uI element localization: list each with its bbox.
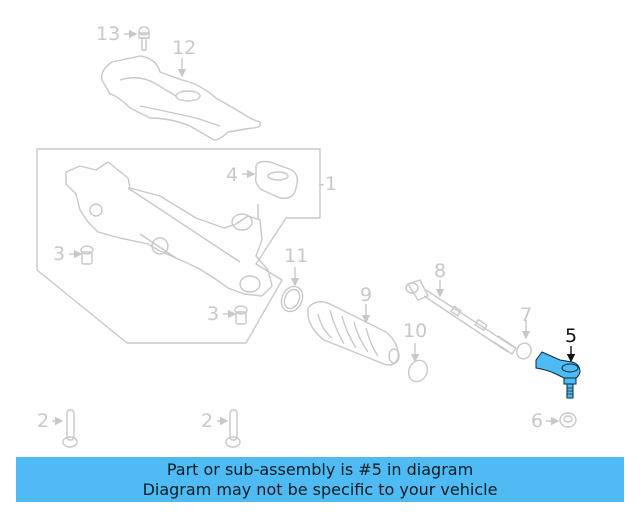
steering-rack-body-icon: [65, 161, 273, 297]
callout-10: 10: [403, 320, 428, 342]
callout-11: 11: [284, 245, 309, 267]
callout-9: 9: [360, 284, 373, 306]
part-2-bolt-icon: [52, 409, 78, 448]
callout-4: 4: [226, 164, 239, 186]
callout-2b: 2: [201, 410, 214, 432]
banner-line-part: Part or sub-assembly is #5 in diagram: [166, 460, 474, 479]
callout-8: 8: [434, 260, 447, 282]
part-11-clamp-icon: [280, 267, 304, 313]
callout-3b: 3: [207, 303, 220, 325]
callout-13: 13: [96, 23, 121, 45]
callout-3a: 3: [53, 243, 66, 265]
callout-5[interactable]: 5: [565, 325, 578, 347]
part-1-assembly-bracket: [36, 148, 321, 344]
part-3-bushing-icon: [69, 245, 94, 265]
part-10-clamp-icon: [407, 343, 429, 383]
callout-2a: 2: [37, 410, 50, 432]
part-4-grommet-icon: [242, 160, 299, 199]
part-5-outer-tie-rod-end-icon[interactable]: [535, 346, 581, 399]
part-8-inner-tie-rod-icon: [405, 279, 517, 355]
part-2-bolt-icon: [217, 409, 241, 448]
part-3-bushing-icon: [223, 305, 248, 325]
callout-7: 7: [520, 304, 533, 326]
callout-6: 6: [531, 410, 544, 432]
part-12-heat-shield-icon: [101, 55, 262, 141]
part-13-bolt-icon: [124, 26, 150, 51]
part-9-boot-icon: [307, 301, 400, 366]
part-7-jam-nut-icon: [516, 320, 532, 360]
callout-12: 12: [172, 37, 197, 59]
part-6-nut-icon: [546, 412, 577, 428]
banner-line-disclaimer: Diagram may not be specific to your vehi…: [142, 480, 498, 499]
callout-1: -1: [318, 173, 337, 195]
info-banner: Part or sub-assembly is #5 in diagram Di…: [16, 457, 624, 502]
